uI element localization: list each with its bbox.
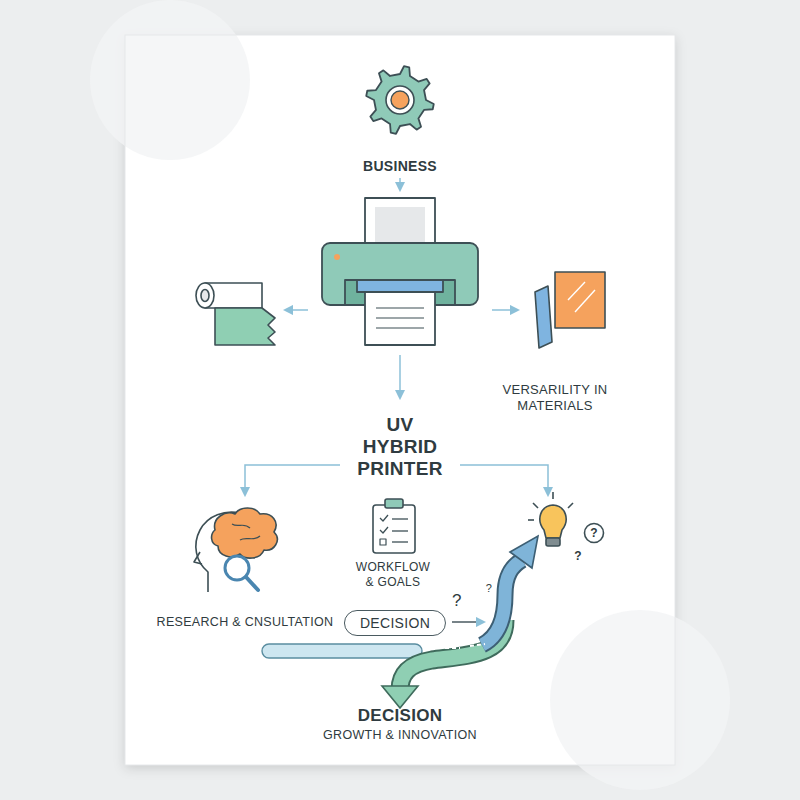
step-label: WORKFLOW & GOALS — [354, 560, 432, 590]
card-border — [125, 35, 675, 765]
gear-hub — [391, 91, 409, 109]
materials-icon — [535, 272, 605, 348]
arrow — [492, 309, 518, 311]
gear-ring — [386, 86, 414, 114]
arrow — [399, 355, 401, 398]
outcome-label: GROWTH & INNOVATION — [323, 728, 477, 744]
question-mark: ? — [486, 582, 492, 596]
arrow — [285, 309, 308, 311]
question-mark: ? — [574, 549, 582, 564]
center-title: UV HYBRID PRINTER — [350, 414, 450, 480]
arrow — [399, 178, 401, 190]
gear-body — [366, 66, 434, 134]
question-mark: ? — [590, 526, 598, 541]
gear-icon — [366, 66, 434, 134]
paper-roll-icon — [196, 283, 275, 345]
step-label: RESEARCH & CNSULTATION — [157, 615, 334, 631]
research-icon — [194, 508, 277, 592]
printer-icon — [322, 198, 478, 345]
outcome-title: DECISION — [358, 705, 443, 726]
decor-circle — [550, 610, 730, 790]
node-text: DECISION — [360, 615, 430, 631]
arrow — [452, 621, 484, 623]
heading-label: BUSINESS — [363, 158, 437, 176]
branch-arrow — [460, 465, 548, 495]
arrows — [245, 178, 548, 622]
decision-pill: DECISION — [344, 610, 446, 636]
feature-label: VERSARILITY IN MATERIALS — [495, 382, 615, 415]
branch-arrow — [245, 465, 340, 495]
question-mark: ? — [452, 590, 462, 611]
lightbulb-icon — [528, 492, 604, 546]
decor-circle — [90, 0, 250, 160]
clipboard-icon — [373, 499, 415, 553]
